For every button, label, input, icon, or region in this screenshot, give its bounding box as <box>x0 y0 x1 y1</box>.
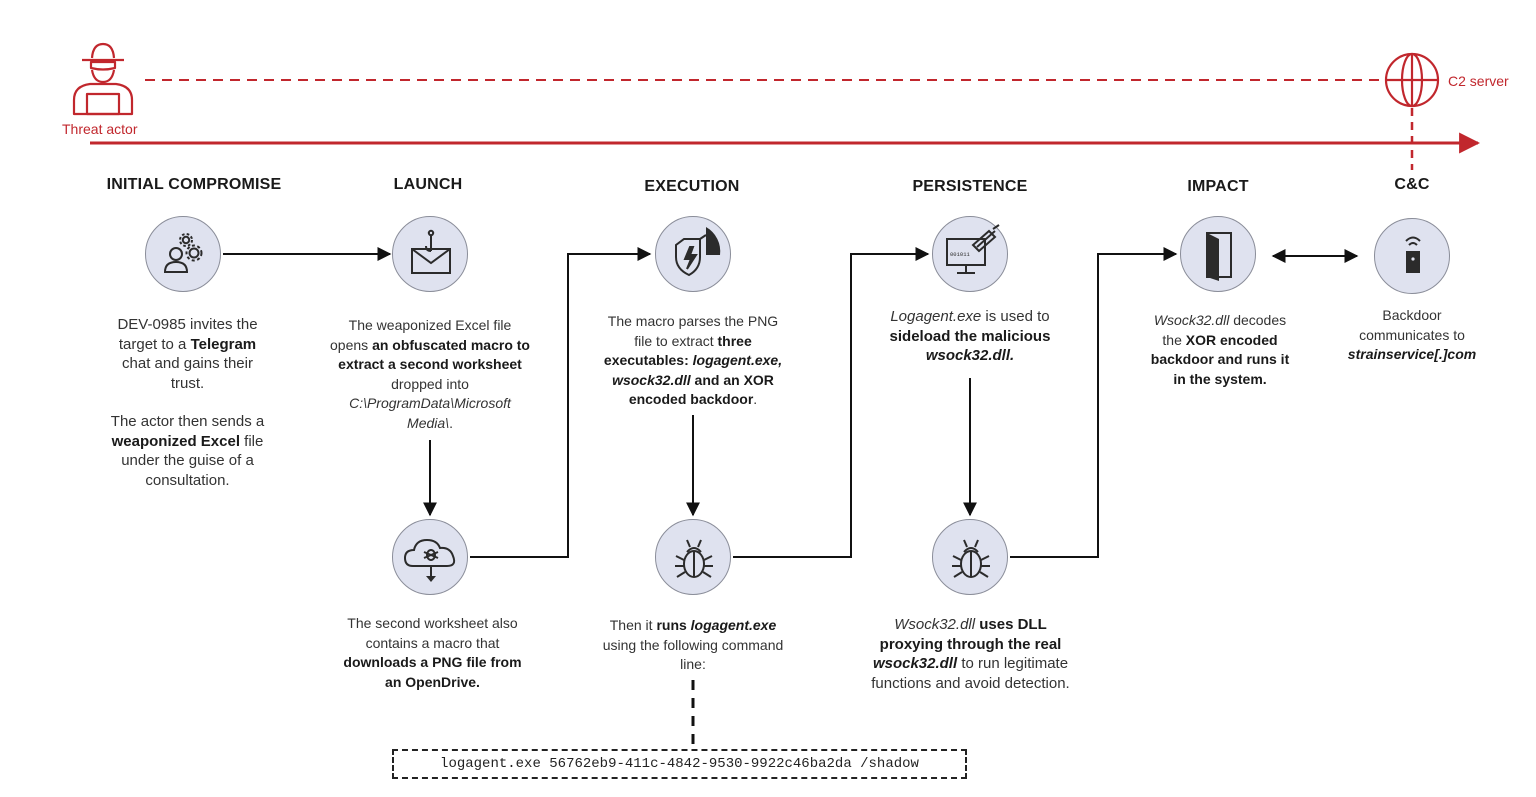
stage-title-launch: LAUNCH <box>393 176 463 193</box>
desc-persistence-proxy: Wsock32.dll uses DLL proxying through th… <box>871 616 1070 692</box>
desc-emphasis: runs <box>656 617 691 633</box>
node-download <box>392 519 468 595</box>
node-impact <box>1180 216 1256 292</box>
desc-emphasis: Wsock32.dll <box>1153 312 1230 328</box>
threat-actor-icon <box>72 42 134 116</box>
open-door-icon <box>1206 232 1232 281</box>
desc-launch: The weaponized Excel file opens an obfus… <box>330 317 530 431</box>
bug-icon <box>952 539 990 578</box>
command-line-text: logagent.exe 56762eb9-411c-4842-9530-992… <box>440 756 919 772</box>
bug-icon <box>675 539 713 578</box>
threat-actor-label: Threat actor <box>62 121 138 137</box>
desc-emphasis: three executables: <box>603 332 752 369</box>
desc-emphasis: logagent.exe, wsock32.dll <box>612 352 783 388</box>
desc-execution-run: Then it runs logagent.exe using the foll… <box>602 617 784 672</box>
arrow-bug-to-impact <box>1010 247 1178 558</box>
desc-emphasis: sideload the malicious <box>889 327 1051 345</box>
node-cc <box>1374 218 1450 294</box>
desc-emphasis: C:\ProgramData\Microsoft Media\ <box>349 395 511 431</box>
node-initial-compromise <box>145 216 221 292</box>
arrow-download-to-execution <box>470 247 652 558</box>
stage-title-persistence: PERSISTENCE <box>912 178 1028 195</box>
arrow-bug-to-persistence <box>733 247 930 558</box>
desc-emphasis: an obfuscated macro to extract a second … <box>338 336 530 373</box>
node-launch <box>392 216 468 292</box>
node-execution <box>655 216 731 292</box>
desc-emphasis: weaponized Excel <box>111 432 241 450</box>
desc-impact: Wsock32.dll decodes the XOR encoded back… <box>1150 312 1290 387</box>
desc-emphasis: backdoor and runs it in the system. <box>1150 351 1290 387</box>
c2-server-label: C2 server <box>1448 73 1509 89</box>
phishing-email-icon <box>411 229 451 274</box>
desc-emphasis: wsock32.dll <box>872 655 958 672</box>
desc-emphasis: strainservice[.]com <box>1347 346 1477 362</box>
desc-emphasis: wsock32.dll. <box>925 347 1015 364</box>
node-persistence: 001011 <box>932 216 1008 292</box>
wireless-device-icon <box>1405 236 1421 273</box>
cloud-download-bug-icon <box>403 538 456 582</box>
desc-persistence: Logagent.exe is used to sideload the mal… <box>889 308 1051 364</box>
desc-emphasis: uses DLL proxying through the real <box>879 616 1062 653</box>
desc-emphasis: Telegram <box>190 335 257 353</box>
desc-emphasis: Logagent.exe <box>890 308 982 325</box>
monitor-syringe-icon: 001011 <box>946 224 1000 274</box>
desc-emphasis: and an XOR encoded backdoor <box>628 371 774 408</box>
stage-title-impact: IMPACT <box>1187 178 1249 195</box>
node-persistence-bug <box>932 519 1008 595</box>
user-gears-icon <box>163 233 203 273</box>
stage-title-cc: C&C <box>1394 176 1430 193</box>
desc-emphasis: logagent.exe <box>690 617 777 633</box>
globe-icon <box>1384 52 1440 108</box>
stage-title-execution: EXECUTION <box>644 178 740 195</box>
desc-execution: The macro parses the PNG file to extract… <box>603 313 783 408</box>
desc-download: The second worksheet also contains a mac… <box>343 615 522 690</box>
node-execution-bug <box>655 519 731 595</box>
desc-initial-compromise: DEV-0985 invites the target to a Telegra… <box>117 316 258 392</box>
desc-initial-compromise-excel: The actor then sends a weaponized Excel … <box>110 413 265 489</box>
command-line-box: logagent.exe 56762eb9-411c-4842-9530-992… <box>392 749 967 779</box>
desc-emphasis: XOR encoded <box>1185 331 1278 348</box>
shield-bolt-icon <box>675 227 721 277</box>
svg-text:001011: 001011 <box>950 251 971 258</box>
desc-emphasis: Wsock32.dll <box>894 616 976 633</box>
desc-cc: Backdoor communicates to strainservice[.… <box>1347 307 1477 362</box>
desc-emphasis: downloads a PNG file from an OpenDrive. <box>343 654 522 690</box>
stage-title-initial-compromise: INITIAL COMPROMISE <box>106 176 282 193</box>
